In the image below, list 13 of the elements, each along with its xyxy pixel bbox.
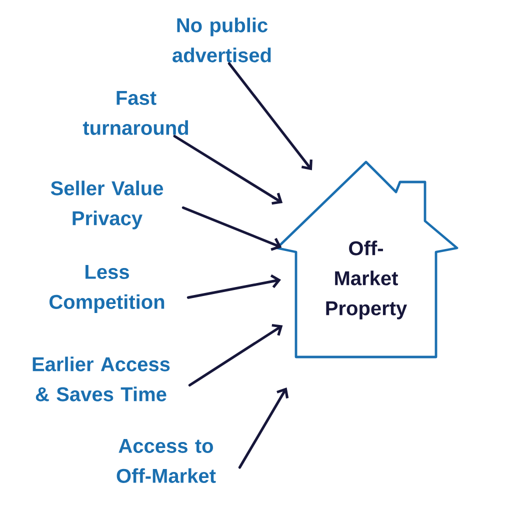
- arrow: [173, 134, 283, 205]
- benefit-label: Fast turnaround: [82, 91, 188, 135]
- arrow: [228, 62, 312, 170]
- benefit-label: Less Competition: [50, 265, 164, 313]
- benefit-label: No public advertised: [172, 18, 271, 62]
- benefit-label: Seller Value Privacy: [50, 180, 164, 230]
- arrow: [188, 324, 283, 386]
- arrow: [182, 206, 282, 251]
- house-outline: Off-Market Property: [276, 160, 458, 358]
- arrow: [186, 274, 282, 299]
- benefit-label: Earlier Access & Saves Time: [32, 356, 170, 402]
- benefit-label: Access to Off-Market: [116, 439, 216, 483]
- arrow: [238, 387, 289, 469]
